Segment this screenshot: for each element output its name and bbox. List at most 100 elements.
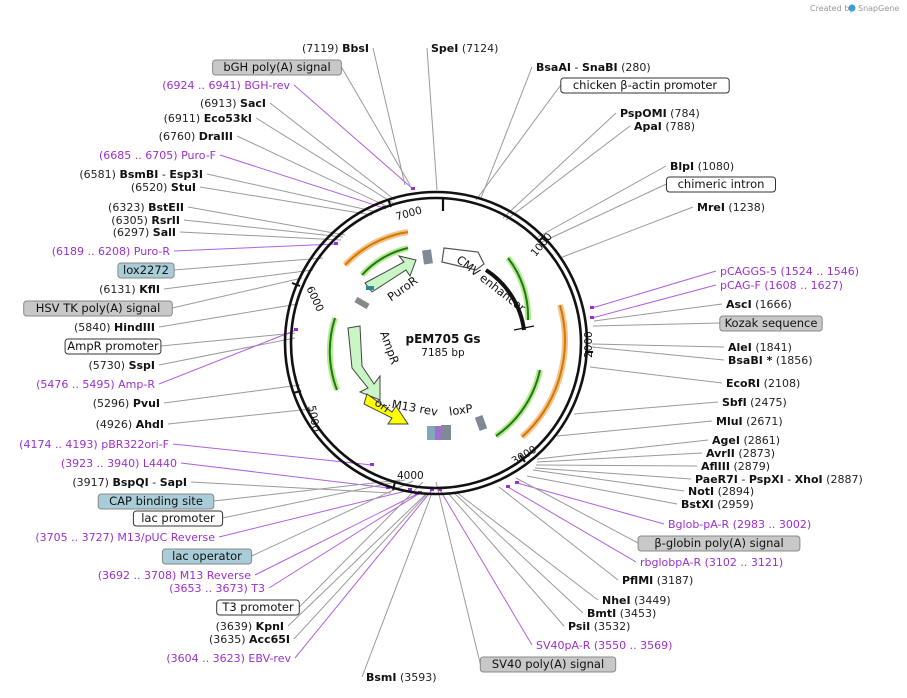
- loxp-label: loxP: [448, 401, 473, 418]
- label-name-pbr322: pBR322ori-F: [101, 438, 169, 451]
- label-text-noti: NotI (2894): [688, 485, 754, 498]
- label-name-ecori: EcoRI: [726, 377, 760, 390]
- label-bsabi: BsaBI * (1856): [728, 354, 813, 367]
- leader-lacprom: [222, 479, 406, 519]
- label-name-bsabi: BsaBI *: [728, 354, 773, 367]
- label-bstxi: BstXI (2959): [681, 498, 754, 511]
- label-name-amprprom: AmpR promoter: [67, 339, 159, 353]
- leader-bglobpar: [516, 482, 665, 525]
- label-text-chimintron: chimeric intron: [678, 177, 765, 191]
- hsv-tk-box: [354, 296, 370, 310]
- label-text-bghrev: (6924 .. 6941) BGH-rev: [162, 79, 290, 92]
- feature-ampr: AmpR: [347, 325, 402, 401]
- label-t3: (3653 .. 3673) T3: [169, 582, 265, 595]
- label-text-ampr: (5476 .. 5495) Amp-R: [36, 378, 155, 391]
- label-name-bsteii: BstEII: [148, 201, 184, 214]
- label-bsaai: BsaAI - SnaBI (280): [536, 61, 651, 74]
- label-name-pflmi: PflMI: [622, 574, 653, 587]
- label-box-bglobinpolya: [637, 535, 801, 552]
- label-num-m13puc: (3705 .. 3727): [35, 531, 117, 544]
- label-num-rsrii: (6305): [111, 214, 151, 227]
- label-num-pvui: (5296): [93, 397, 133, 410]
- label-pspomi: PspOMI (784): [620, 107, 700, 120]
- label-name-bbsi: BbsI: [342, 42, 369, 55]
- label-num-pbr322: (4174 .. 4193): [19, 438, 101, 451]
- label-pcaggs5: pCAGGS-5 (1524 .. 1546): [720, 265, 859, 278]
- label-box-hsvtk: [23, 300, 173, 317]
- label-text-puror: (6189 .. 6208) Puro-R: [52, 245, 171, 258]
- tick-6000: 6000: [304, 284, 326, 313]
- label-num-sbfi: (2475): [747, 396, 787, 409]
- label-name-blpi: BlpI: [670, 160, 694, 173]
- label-name2-paer7i: PspXI: [749, 473, 784, 486]
- label-text-acc65i: (3635) Acc65I: [209, 633, 290, 646]
- label-text-nhei: NheI (3449): [602, 594, 671, 607]
- label-name-hindiii: HindIII: [114, 321, 155, 334]
- label-name-bspqi: BspQI: [112, 476, 148, 489]
- label-name2-bsaai: SnaBI: [582, 61, 618, 74]
- label-ecori: EcoRI (2108): [726, 377, 800, 390]
- label-name-alei: AleI: [728, 341, 752, 354]
- label-name-bghrev: BGH-rev: [244, 79, 290, 92]
- label-num-sali: (6297): [113, 226, 153, 239]
- label-lacprom: lac promoter: [132, 510, 224, 527]
- label-sv40par: SV40pA-R (3550 .. 3569): [536, 639, 672, 652]
- label-sep-bsaai: -: [571, 61, 582, 74]
- label-text-sv40par: SV40pA-R (3550 .. 3569): [536, 639, 672, 652]
- label-num-rbglob: (3102 .. 3121): [701, 556, 783, 569]
- label-num-bstxi: (2959): [714, 498, 754, 511]
- label-bbsi: (7119) BbsI: [302, 42, 369, 55]
- label-name-bsaai: BsaAI: [536, 61, 571, 74]
- tick-2000: 2000: [583, 331, 595, 358]
- label-num-bbsi: (7119): [302, 42, 342, 55]
- label-name-cap: CAP binding site: [109, 494, 203, 508]
- label-num-l4440: (3923 .. 3940): [61, 457, 143, 470]
- primer-mark-pbr322: [370, 463, 374, 466]
- label-text-lox2272: lox2272: [123, 263, 169, 277]
- label-hsvtk: HSV TK poly(A) signal: [23, 300, 173, 317]
- label-mlui: MluI (2671): [716, 415, 783, 428]
- leader-psii: [447, 492, 565, 627]
- lac-region-block: [427, 415, 488, 440]
- label-text-bspqi: (3917) BspQI - SapI: [72, 476, 187, 489]
- label-blpi: BlpI (1080): [670, 160, 734, 173]
- label-text-bsabi: BsaBI * (1856): [728, 354, 813, 367]
- lox-small-box: [422, 249, 433, 265]
- label-name-actinprom: chicken β-actin promoter: [573, 78, 718, 92]
- label-text-kpni: (3639) KpnI: [216, 620, 284, 633]
- leader-m13rev: [254, 493, 418, 576]
- label-cap: CAP binding site: [97, 493, 215, 510]
- label-name-pcaggs5: pCAGGS-5: [720, 265, 777, 278]
- label-text-paer7i: PaeR7I - PspXI - XhoI (2887): [695, 473, 863, 486]
- label-text-l4440: (3923 .. 3940) L4440: [61, 457, 177, 470]
- leader-ahdi: [167, 408, 312, 425]
- label-num-sv40par: (3550 .. 3569): [590, 639, 672, 652]
- label-bghrev: (6924 .. 6941) BGH-rev: [162, 79, 290, 92]
- label-name-bstxi: BstXI: [681, 498, 714, 511]
- label-text-bglobpar: Bglob-pA-R (2983 .. 3002): [668, 518, 811, 531]
- label-text-ecori: EcoRI (2108): [726, 377, 800, 390]
- inner-ring: [289, 196, 583, 490]
- label-num-ecori: (2108): [760, 377, 800, 390]
- primer-mark-pcagf: [590, 316, 594, 319]
- leader-sspi: [158, 337, 296, 366]
- label-num-purof: (6685 .. 6705): [99, 149, 181, 162]
- tick-7000: 7000: [394, 205, 423, 224]
- leader-purof: [219, 154, 385, 209]
- label-ahdi: (4926) AhdI: [96, 418, 164, 431]
- label-num-pspomi: (784): [667, 107, 700, 120]
- plasmid-length: 7185 bp: [421, 347, 465, 359]
- leader-bghpolya: [340, 66, 411, 186]
- label-pbr322: (4174 .. 4193) pBR322ori-F: [19, 438, 169, 451]
- label-num-asci: (1666): [752, 298, 792, 311]
- leader-avrii: [536, 452, 703, 463]
- feature-ori: ori: [363, 393, 409, 425]
- label-num-bglobpar: (2983 .. 3002): [729, 518, 811, 531]
- label-name-kozak: Kozak sequence: [725, 316, 818, 330]
- leader-sali: [179, 231, 342, 241]
- leader-mlui: [556, 420, 713, 437]
- label-num-ebvrev: (3604 .. 3623): [166, 652, 248, 665]
- label-num-sspi: (5730): [88, 359, 128, 372]
- label-num-eco53ki: (6911): [164, 112, 204, 125]
- label-box-actinprom: [560, 77, 730, 94]
